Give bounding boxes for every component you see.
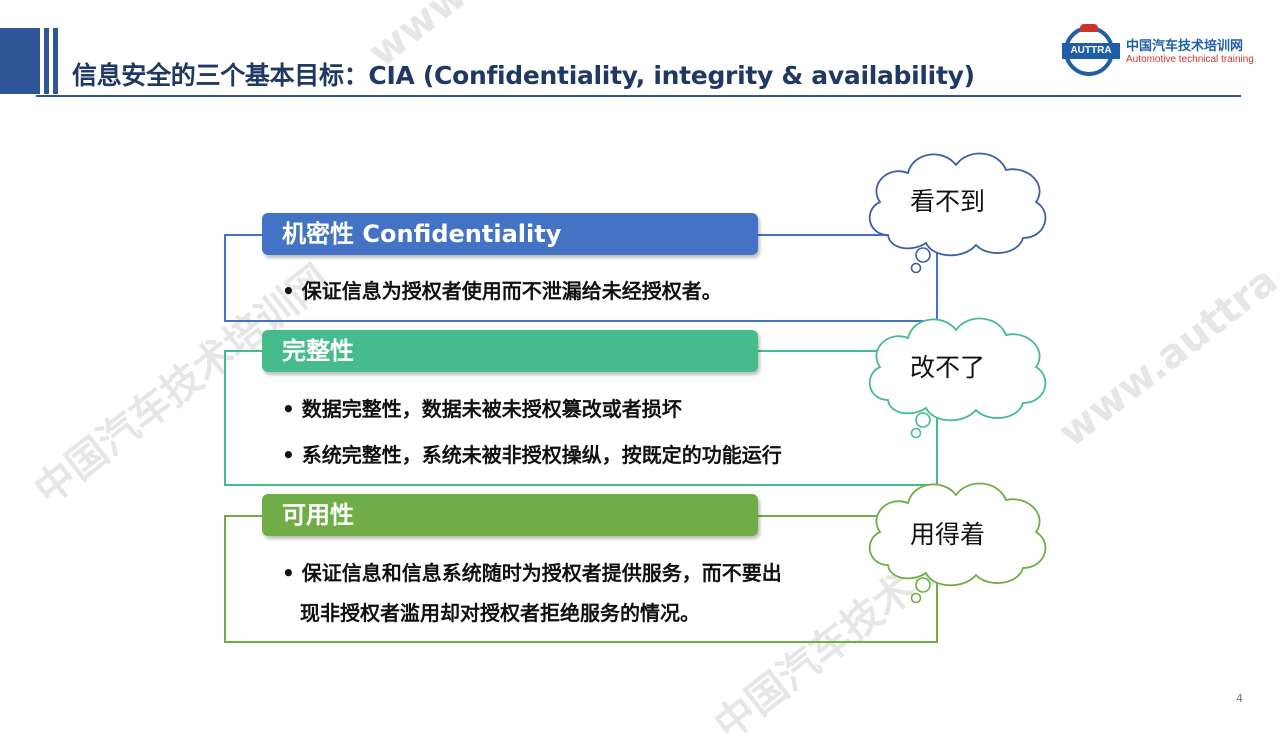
bullet-text: 数据完整性，数据未被未授权篡改或者损坏	[301, 397, 682, 421]
auttra-logo: AUTTRA 中国汽车技术培训网 Automotive technical tr…	[1062, 24, 1254, 76]
frame-top-left	[224, 515, 264, 517]
page-number: 4	[1236, 692, 1243, 705]
frame-top-right	[756, 515, 938, 517]
availability-bullet-continued: 现非授权者滥用却对授权者拒绝服务的情况。	[300, 597, 700, 626]
confidentiality-title: 机密性 Confidentiality	[262, 213, 758, 255]
bullet-text: 现非授权者滥用却对授权者拒绝服务的情况。	[300, 601, 700, 625]
integrity-title: 完整性	[262, 330, 758, 372]
thought-cloud-icon	[868, 482, 1047, 604]
logo-name-cn: 中国汽车技术培训网	[1126, 39, 1244, 54]
watermark-site: www.auttra.com	[1050, 190, 1280, 457]
slide-title: 信息安全的三个基本目标：CIA (Confidentiality, integr…	[72, 61, 975, 90]
bullet-text: 保证信息为授权者使用而不泄漏给未经授权者。	[301, 279, 722, 303]
logo-name-en: Automotive technical training	[1126, 54, 1254, 65]
integrity-bullet: • 系统完整性，系统未被非授权操纵，按既定的功能运行	[282, 439, 782, 468]
cloud-label: 改不了	[910, 353, 986, 382]
thought-cloud-icon	[868, 317, 1047, 439]
frame-top-left	[224, 234, 264, 236]
logo-red-mark	[1080, 24, 1098, 32]
integrity-bullet: • 数据完整性，数据未被未授权篡改或者损坏	[282, 393, 682, 422]
bullet-dot: •	[282, 279, 302, 303]
confidentiality-bullet: • 保证信息为授权者使用而不泄漏给未经授权者。	[282, 275, 722, 304]
bullet-text: 系统完整性，系统未被非授权操纵，按既定的功能运行	[301, 443, 782, 467]
bullet-dot: •	[282, 397, 302, 421]
frame-top-right	[756, 350, 938, 352]
thought-cloud-icon	[868, 152, 1047, 274]
cloud-label: 看不到	[910, 187, 986, 216]
confidentiality-frame	[224, 234, 938, 322]
logo-abbr: AUTTRA	[1062, 43, 1120, 59]
bullet-dot: •	[282, 443, 302, 467]
frame-top-right	[756, 234, 938, 236]
bullet-text: 保证信息和信息系统随时为授权者提供服务，而不要出	[301, 561, 782, 585]
header-accent-block	[0, 28, 40, 94]
availability-title: 可用性	[262, 494, 758, 536]
cloud-label: 用得着	[910, 520, 986, 549]
header-accent-bar	[53, 28, 58, 94]
frame-top-left	[224, 350, 264, 352]
availability-bullet: • 保证信息和信息系统随时为授权者提供服务，而不要出	[282, 557, 782, 586]
header-accent-bar	[44, 28, 49, 94]
header-divider	[36, 95, 1241, 97]
bullet-dot: •	[282, 561, 302, 585]
